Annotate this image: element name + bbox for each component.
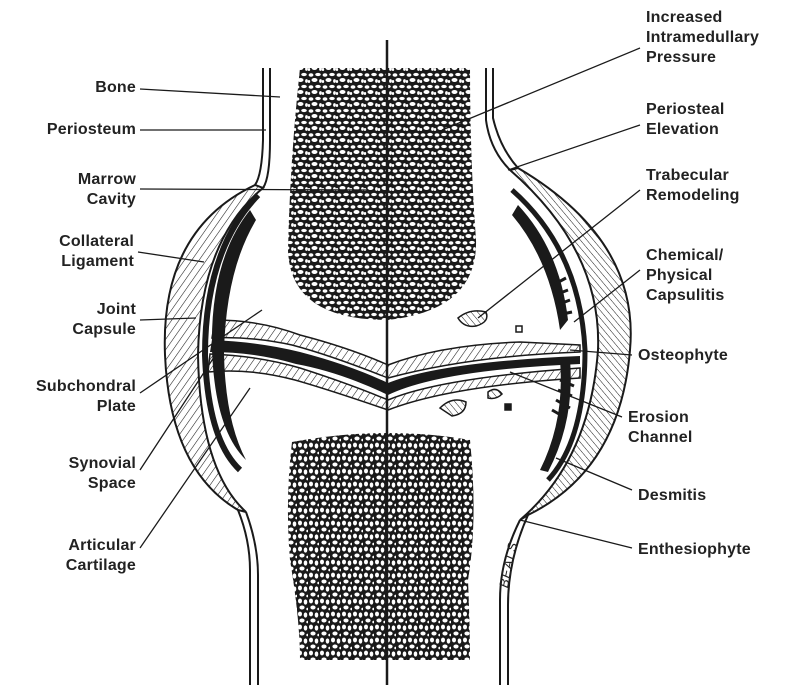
label-line: Osteophyte xyxy=(638,346,728,366)
label-line: Periosteum xyxy=(20,120,136,140)
label-enthesiophyte: Enthesiophyte xyxy=(638,540,751,560)
label-line: Intramedullary xyxy=(646,28,759,48)
label-line: Desmitis xyxy=(638,486,706,506)
label-line: Erosion xyxy=(628,408,693,428)
label-line: Cavity xyxy=(60,190,136,210)
lower-marrow-cavity xyxy=(288,433,474,660)
label-periosteal-elevation: Periosteal Elevation xyxy=(646,100,724,140)
label-line: Chemical/ xyxy=(646,246,724,266)
label-periosteum: Periosteum xyxy=(20,120,136,140)
label-line: Pressure xyxy=(646,48,759,68)
label-line: Enthesiophyte xyxy=(638,540,751,560)
label-erosion-channel: Erosion Channel xyxy=(628,408,693,448)
label-line: Plate xyxy=(6,397,136,417)
label-line: Physical xyxy=(646,266,724,286)
label-osteophyte: Osteophyte xyxy=(638,346,728,366)
label-line: Periosteal xyxy=(646,100,724,120)
label-line: Collateral xyxy=(20,232,134,252)
label-line: Trabecular xyxy=(646,166,740,186)
label-line: Joint xyxy=(40,300,136,320)
label-line: Cartilage xyxy=(30,556,136,576)
label-line: Increased xyxy=(646,8,759,28)
label-joint-capsule: Joint Capsule xyxy=(40,300,136,340)
upper-marrow-cavity xyxy=(288,68,476,320)
label-desmitis: Desmitis xyxy=(638,486,706,506)
label-line: Articular xyxy=(30,536,136,556)
label-subchondral-plate: Subchondral Plate xyxy=(6,377,136,417)
label-increased-intramedullary-pressure: Increased Intramedullary Pressure xyxy=(646,8,759,68)
label-line: Subchondral xyxy=(6,377,136,397)
label-line: Capsulitis xyxy=(646,286,724,306)
label-bone: Bone xyxy=(80,78,136,98)
label-trabecular-remodeling: Trabecular Remodeling xyxy=(646,166,740,206)
label-line: Space xyxy=(30,474,136,494)
label-line: Ligament xyxy=(20,252,134,272)
label-line: Marrow xyxy=(60,170,136,190)
label-articular-cartilage: Articular Cartilage xyxy=(30,536,136,576)
label-collateral-ligament: Collateral Ligament xyxy=(20,232,134,272)
label-line: Remodeling xyxy=(646,186,740,206)
label-line: Elevation xyxy=(646,120,724,140)
label-line: Bone xyxy=(80,78,136,98)
label-line: Capsule xyxy=(40,320,136,340)
label-line: Synovial xyxy=(30,454,136,474)
label-chemical-physical-capsulitis: Chemical/ Physical Capsulitis xyxy=(646,246,724,306)
label-synovial-space: Synovial Space xyxy=(30,454,136,494)
label-line: Channel xyxy=(628,428,693,448)
label-marrow-cavity: Marrow Cavity xyxy=(60,170,136,210)
